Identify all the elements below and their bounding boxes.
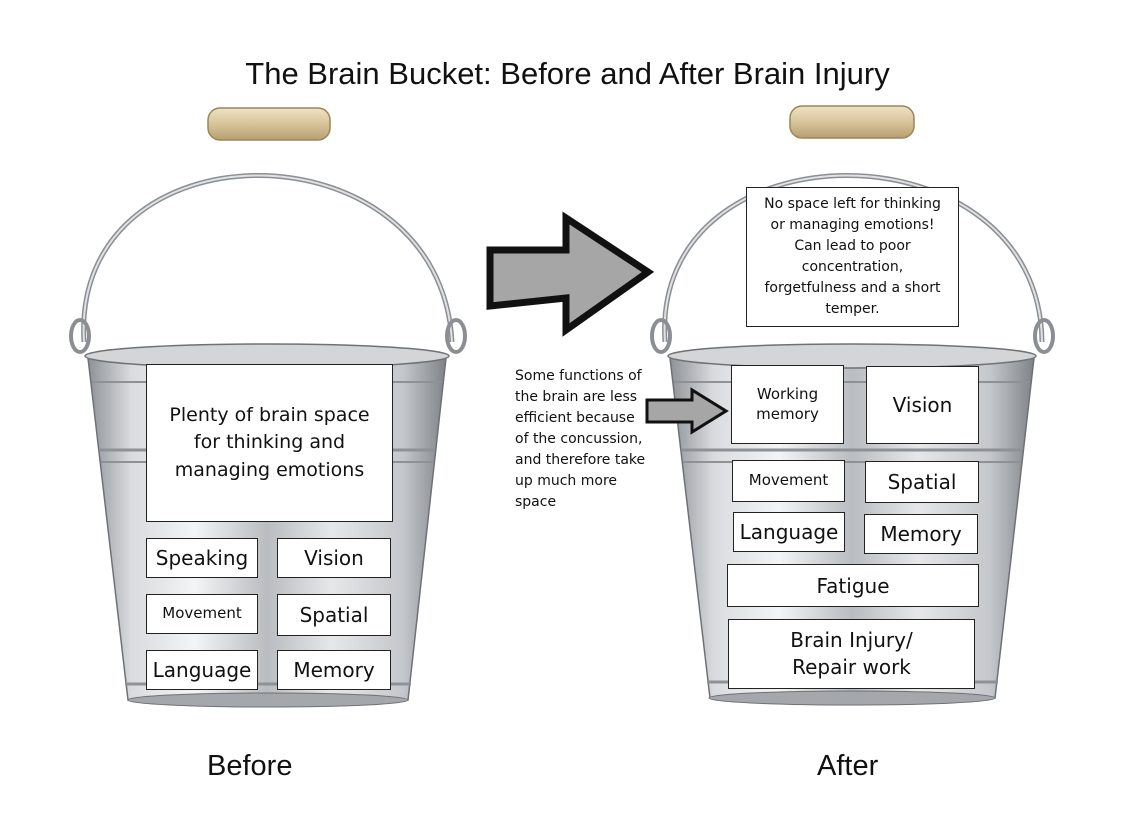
overflow-note: No space left for thinking or managing e… bbox=[764, 196, 941, 317]
page-title: The Brain Bucket: Before and After Brain… bbox=[245, 56, 890, 91]
arrow-right-icon bbox=[645, 387, 729, 435]
function-box-language: Language bbox=[733, 512, 845, 552]
function-box-spatial: Spatial bbox=[865, 461, 979, 503]
function-box-fatigue: Fatigue bbox=[727, 564, 979, 607]
function-box-memory: Memory bbox=[864, 514, 978, 554]
function-box-vision: Vision bbox=[866, 366, 979, 444]
function-box-speaking: Speaking bbox=[146, 538, 258, 578]
brain-space-box: Plenty of brain space for thinking and m… bbox=[146, 364, 393, 522]
brain-space-label: Plenty of brain space for thinking and m… bbox=[169, 403, 370, 481]
function-box-working-memory: Working memory bbox=[731, 365, 844, 444]
overflow-note-box: No space left for thinking or managing e… bbox=[746, 187, 959, 327]
explanation-text: Some functions of the brain are less eff… bbox=[515, 368, 646, 510]
arrow-right-icon bbox=[486, 211, 655, 337]
function-box-vision: Vision bbox=[277, 538, 391, 578]
function-box-brain-injury: Brain Injury/ Repair work bbox=[728, 619, 975, 689]
function-box-spatial: Spatial bbox=[277, 594, 391, 636]
caption-after: After bbox=[817, 750, 879, 782]
function-box-movement: Movement bbox=[732, 460, 845, 502]
function-box-language: Language bbox=[146, 650, 258, 690]
function-box-memory: Memory bbox=[277, 650, 391, 690]
caption-before: Before bbox=[207, 750, 293, 782]
function-box-movement: Movement bbox=[146, 594, 258, 634]
